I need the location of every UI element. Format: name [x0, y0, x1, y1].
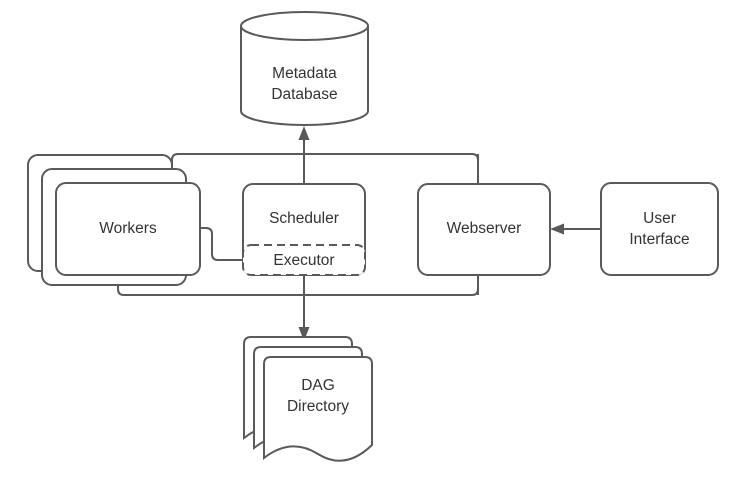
- node-dag-directory[interactable]: DAG Directory: [243, 336, 373, 462]
- node-label-scheduler: Scheduler: [269, 210, 339, 227]
- workers-card-front: [55, 182, 201, 276]
- dag-card-front: [263, 356, 373, 462]
- node-user-interface[interactable]: User Interface: [600, 182, 719, 276]
- node-label-executor: Executor: [273, 252, 334, 269]
- node-executor[interactable]: Executor: [242, 244, 366, 276]
- node-label-webserver: Webserver: [447, 220, 522, 237]
- edge-user-interface-to-webserver: [550, 223, 601, 235]
- webserver-box: [417, 183, 551, 276]
- node-label-metadata-database-line2: Database: [271, 86, 337, 103]
- executor-box: [242, 244, 366, 276]
- node-label-dag-directory-line2: Directory: [287, 398, 349, 415]
- node-webserver[interactable]: Webserver: [417, 183, 551, 276]
- edge-scheduler-to-metadata-database: [298, 126, 310, 184]
- node-metadata-database[interactable]: Metadata Database: [240, 11, 369, 126]
- node-workers[interactable]: Workers: [27, 154, 201, 286]
- node-label-user-interface-line2: Interface: [629, 231, 689, 248]
- node-label-user-interface-line1: User: [643, 210, 676, 227]
- edge-executor-to-dag-directory: [298, 275, 310, 341]
- node-label-workers: Workers: [99, 220, 157, 237]
- node-label-dag-directory-line1: DAG: [301, 377, 335, 394]
- node-label-metadata-database-line1: Metadata: [272, 65, 337, 82]
- user-interface-box: [600, 182, 719, 276]
